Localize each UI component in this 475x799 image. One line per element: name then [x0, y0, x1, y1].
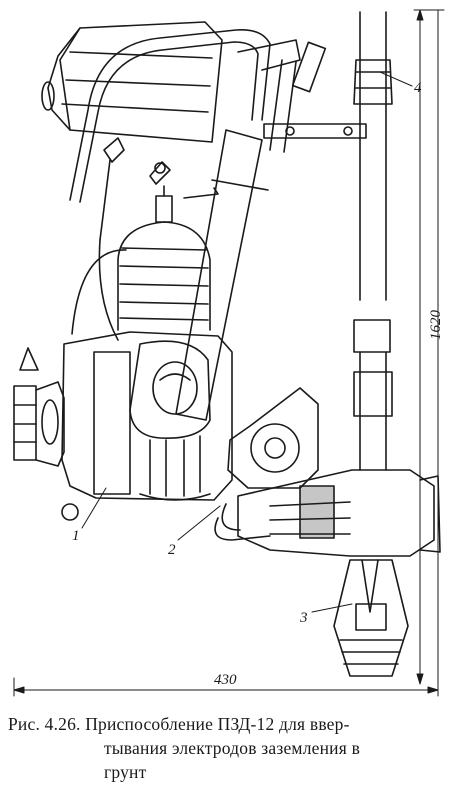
clamp-bracket	[263, 123, 367, 139]
part-label-2: 2	[168, 542, 176, 558]
spark-plug	[98, 137, 171, 341]
part-label-1: 1	[72, 528, 80, 544]
caption-line-3: грунт	[104, 762, 147, 782]
part-label-4: 4	[414, 80, 422, 96]
carburetor	[155, 185, 173, 223]
caption-line-1: Рис. 4.26. Приспособление ПЗД-12 для вве…	[8, 714, 350, 734]
dimension-label-width: 430	[214, 672, 237, 688]
fuel-tank	[41, 21, 223, 143]
recoil-starter	[13, 347, 79, 521]
frame-tube	[175, 41, 327, 421]
electrode-chuck	[333, 559, 409, 677]
engine-cylinder	[71, 221, 211, 335]
electrode-rod	[353, 11, 393, 471]
dimension-lines	[13, 9, 445, 697]
part-label-3: 3	[299, 610, 308, 626]
technical-drawing: 1 2 3 4 430 1620	[13, 9, 445, 697]
gearbox	[214, 387, 441, 557]
figure-caption: Рис. 4.26. Приспособление ПЗД-12 для вве…	[8, 712, 468, 784]
callout-leaders	[81, 71, 413, 613]
caption-line-2: тывания электродов заземления в	[104, 738, 361, 758]
engine-crankcase	[61, 331, 233, 501]
dimension-label-height: 1620	[428, 310, 444, 341]
handle-bar	[69, 28, 301, 203]
